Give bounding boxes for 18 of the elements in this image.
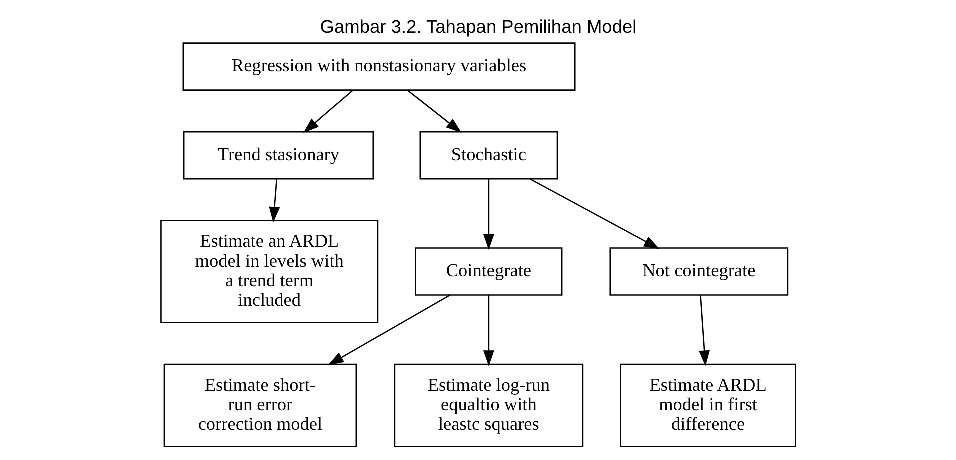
node-box: Regression with nonstasionary variables (182, 42, 576, 91)
node-box: Estimate ARDL model in first difference (620, 364, 796, 448)
node-box: Cointegrate (414, 248, 562, 296)
node-box: Estimate an ARDL model in levels with a trend term included (160, 220, 378, 324)
arrow (482, 295, 494, 366)
arrow (268, 179, 280, 223)
arrow (530, 178, 660, 250)
node-box: Estimate log-run equaltio with leastc squares (394, 364, 584, 448)
node-box: Trend stasionary (182, 131, 374, 180)
arrow (302, 90, 353, 134)
diagram-title: Gambar 3.2. Tahapan Pemilihan Model (320, 16, 636, 38)
node-box: Not cointegrate (609, 248, 788, 296)
arrow (482, 179, 494, 250)
node-box: Stochastic (419, 131, 558, 180)
node-box: Estimate short-run error correction model (163, 364, 357, 448)
arrow (698, 295, 710, 366)
arrow (407, 90, 462, 134)
arrow (328, 294, 450, 366)
